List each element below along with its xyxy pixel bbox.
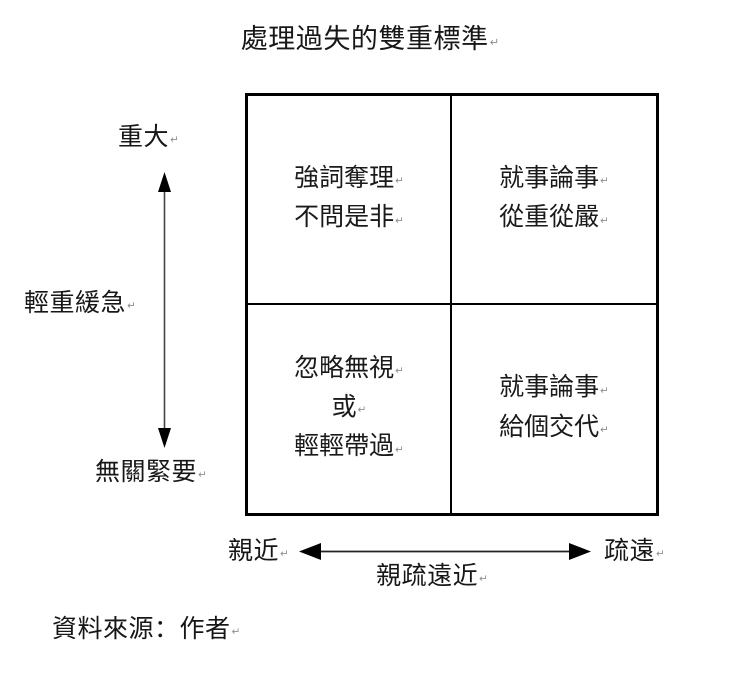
paragraph-mark-icon: ↵	[198, 469, 207, 482]
x-axis-label: 親疏遠近↵	[376, 561, 488, 590]
paragraph-mark-icon: ↵	[280, 548, 289, 561]
quadrant-bottom-right: 就事論事↵ 給個交代↵	[452, 305, 656, 514]
quadrant-matrix: 強詞奪理↵ 不問是非↵ 就事論事↵ 從重從嚴↵ 忽略無視↵ 或↵ 輕輕帶過↵ 就…	[245, 93, 659, 516]
paragraph-mark-icon: ↵	[231, 626, 241, 639]
paragraph-mark-icon: ↵	[127, 300, 136, 313]
x-axis-double-arrow-icon	[299, 543, 591, 560]
quadrant-bottom-left-line-3: 輕輕帶過↵	[294, 431, 404, 461]
quadrant-top-left-line-2: 不問是非↵	[294, 202, 404, 232]
paragraph-mark-icon: ↵	[600, 175, 609, 188]
quadrant-bottom-left-line-2: 或↵	[331, 392, 367, 422]
paragraph-mark-icon: ↵	[479, 573, 488, 586]
chart-title: 處理過失的雙重標準↵	[0, 20, 740, 62]
paragraph-mark-icon: ↵	[600, 384, 609, 397]
quadrant-top-right-line-1: 就事論事↵	[499, 162, 609, 192]
paragraph-mark-icon: ↵	[395, 175, 404, 188]
quadrant-top-right: 就事論事↵ 從重從嚴↵	[452, 96, 656, 305]
quadrant-top-left-line-1: 強詞奪理↵	[294, 162, 404, 192]
paragraph-mark-icon: ↵	[395, 443, 404, 456]
quadrant-bottom-left: 忽略無視↵ 或↵ 輕輕帶過↵	[248, 304, 452, 513]
y-axis-top-label: 重大↵	[118, 122, 179, 151]
y-axis-bottom-label: 無關緊要↵	[95, 457, 207, 486]
y-axis-double-arrow-icon	[158, 172, 171, 448]
paragraph-mark-icon: ↵	[600, 424, 609, 437]
paragraph-mark-icon: ↵	[489, 35, 500, 50]
paragraph-mark-icon: ↵	[656, 548, 665, 561]
paragraph-mark-icon: ↵	[395, 365, 404, 378]
quadrant-bottom-left-line-1: 忽略無視↵	[294, 352, 404, 382]
paragraph-mark-icon: ↵	[357, 404, 367, 417]
quadrant-top-right-line-2: 從重從嚴↵	[499, 202, 609, 232]
source-note-text: 資料來源：作者	[52, 614, 231, 643]
quadrant-bottom-right-line-1: 就事論事↵	[499, 372, 609, 402]
quadrant-bottom-right-line-2: 給個交代↵	[499, 411, 609, 441]
paragraph-mark-icon: ↵	[170, 134, 179, 147]
x-axis-left-label: 親近↵	[228, 536, 289, 565]
source-note: 資料來源：作者↵	[52, 611, 240, 650]
paragraph-mark-icon: ↵	[600, 214, 609, 227]
chart-title-text: 處理過失的雙重標準	[240, 24, 489, 55]
paragraph-mark-icon: ↵	[395, 214, 404, 227]
x-axis-right-label: 疏遠↵	[604, 536, 665, 565]
quadrant-top-left: 強詞奪理↵ 不問是非↵	[248, 96, 452, 305]
y-axis-label: 輕重緩急↵	[24, 288, 136, 317]
